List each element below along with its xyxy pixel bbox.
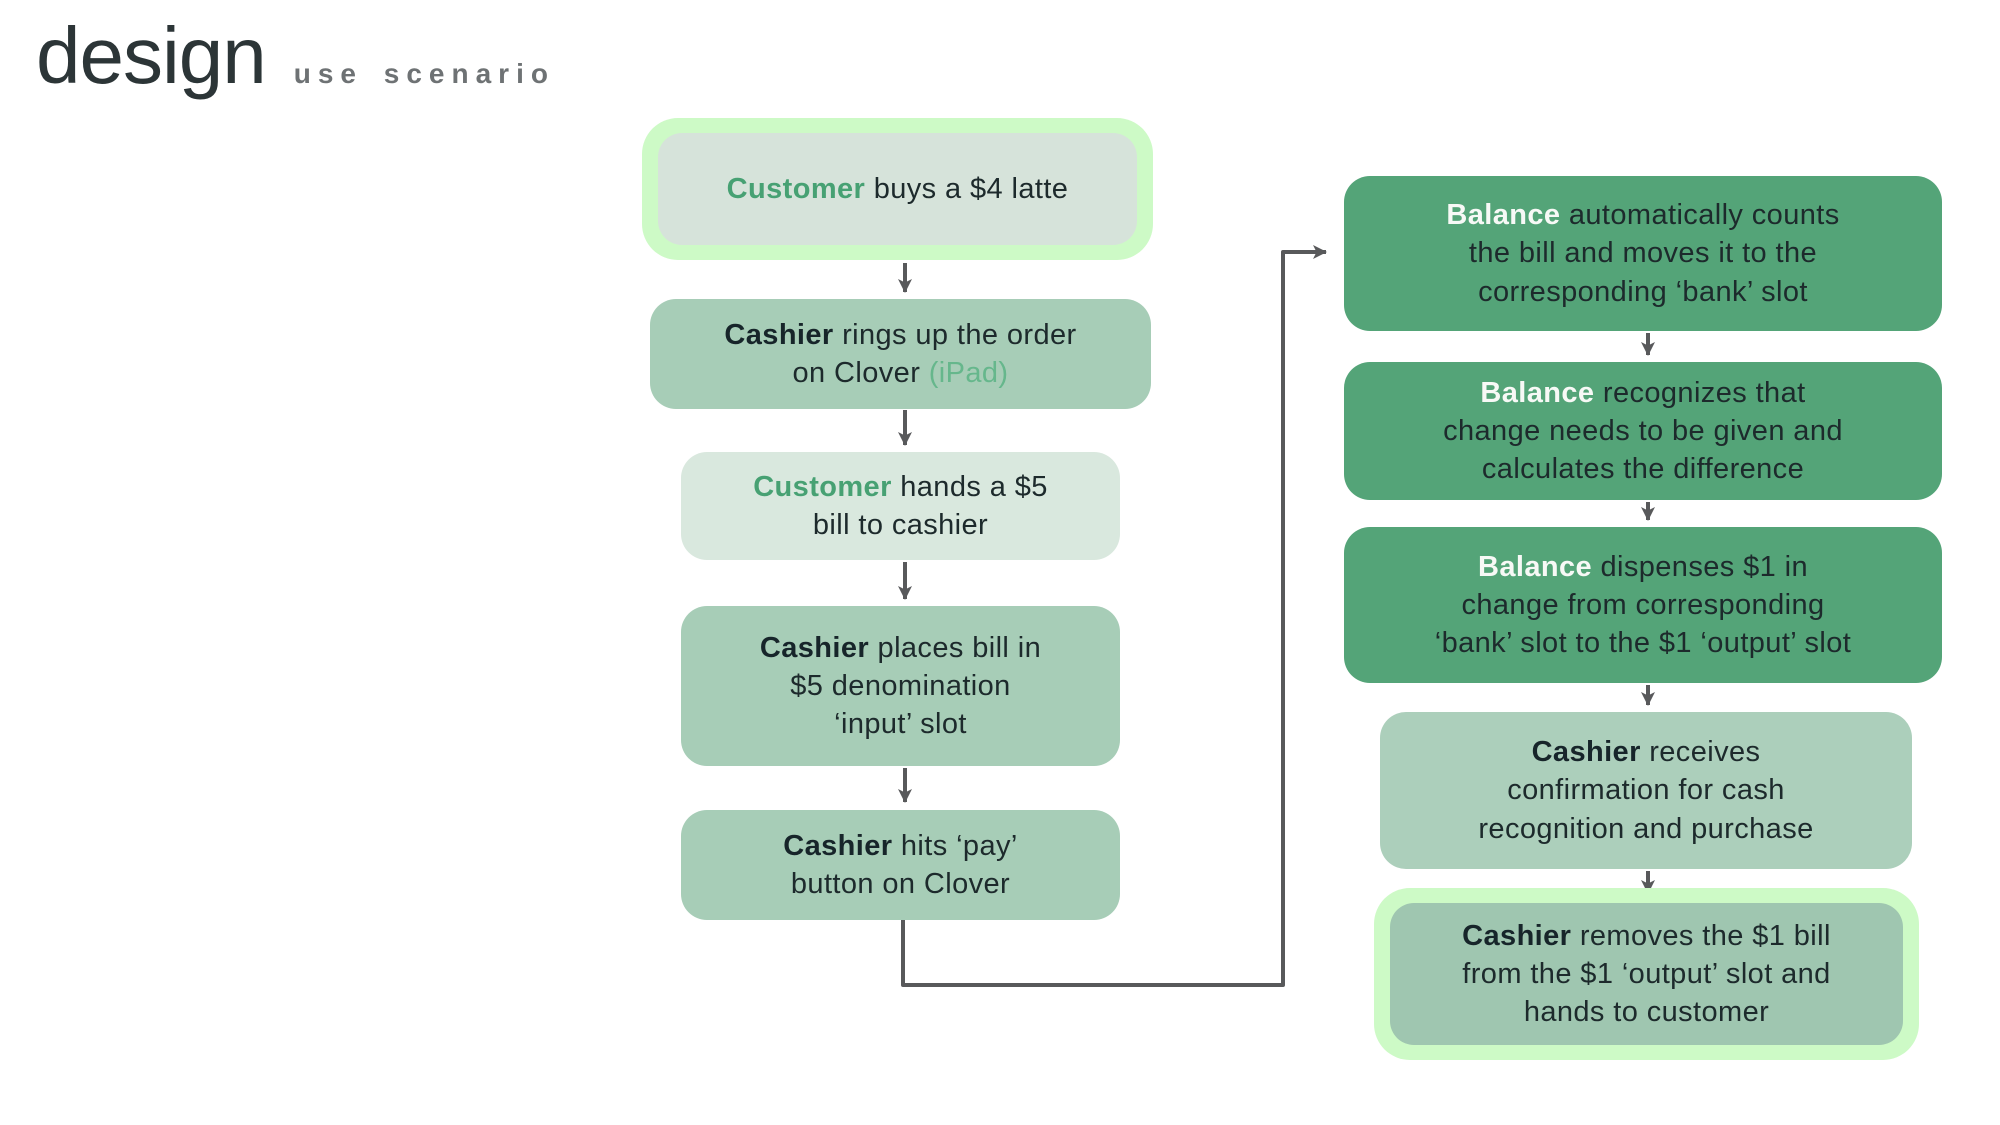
step-body: places bill in $5 denomination ‘input’ s… [790,631,1042,741]
step-lead: Cashier [759,631,870,664]
step-text: Cashier receives confirmation for cash r… [1478,733,1813,848]
step-text: Cashier places bill in $5 denomination ‘… [760,629,1041,744]
flow-step-cashier-hits-pay: Cashier hits ‘pay’ button on Clover [681,810,1120,920]
step-body: removes the $1 bill from the $1 ‘output’… [1462,919,1831,1029]
step-text: Customer buys a $4 latte [727,170,1069,208]
step-lead: Balance [1480,376,1595,409]
step-body: automatically counts the bill and moves … [1468,199,1840,308]
flow-step-cashier-receives-confirmation: Cashier receives confirmation for cash r… [1380,712,1912,869]
step-lead: Balance [1446,199,1561,232]
step-body: receives confirmation for cash recogniti… [1478,736,1814,845]
slide-header: design use scenario [36,10,555,102]
flow-step-cashier-places-bill: Cashier places bill in $5 denomination ‘… [681,606,1120,766]
slide-subtitle: use scenario [293,58,555,89]
step-lead: Cashier [724,318,834,351]
step-text: Balance automatically counts the bill an… [1446,196,1839,311]
step-body: hits ‘pay’ button on Clover [790,829,1018,900]
step-text: Customer hands a $5 bill to cashier [753,468,1048,545]
step-text: Balance dispenses $1 in change from corr… [1435,548,1852,663]
highlight-ring-end: Cashier removes the $1 bill from the $1 … [1374,888,1919,1060]
step-text: Balance recognizes that change needs to … [1443,374,1843,489]
step-lead: Customer [753,470,892,503]
flow-step-balance-counts-bill: Balance automatically counts the bill an… [1344,176,1942,331]
step-text: Cashier rings up the order on Clover (iP… [724,316,1076,393]
flow-step-balance-recognizes-change: Balance recognizes that change needs to … [1344,362,1942,500]
step-lead: Cashier [1462,919,1572,952]
step-body: hands a $5 bill to cashier [812,470,1048,541]
step-body: buys a $4 latte [865,172,1069,205]
step-body: rings up the order on Clover [792,318,1077,389]
step-text: Cashier removes the $1 bill from the $1 … [1462,917,1831,1032]
flow-step-customer-hands-bill: Customer hands a $5 bill to cashier [681,452,1120,560]
step-lead: Cashier [1531,736,1641,769]
flow-step-cashier-removes-bill: Cashier removes the $1 bill from the $1 … [1390,903,1903,1045]
step-lead: Customer [726,172,866,205]
slide-title: design [36,11,267,100]
flow-step-customer-buys-latte: Customer buys a $4 latte [658,133,1137,245]
step-lead: Cashier [783,829,893,862]
step-text: Cashier hits ‘pay’ button on Clover [783,827,1017,904]
step-body: dispenses $1 in change from correspondin… [1434,550,1852,660]
flow-step-balance-dispenses-change: Balance dispenses $1 in change from corr… [1344,527,1942,683]
step-body: recognizes that change needs to be given… [1443,376,1843,486]
step-lead: Balance [1477,550,1593,583]
flow-step-cashier-rings-up-order: Cashier rings up the order on Clover (iP… [650,299,1151,409]
highlight-ring-start: Customer buys a $4 latte [642,118,1153,260]
step-accent: (iPad) [928,357,1009,389]
